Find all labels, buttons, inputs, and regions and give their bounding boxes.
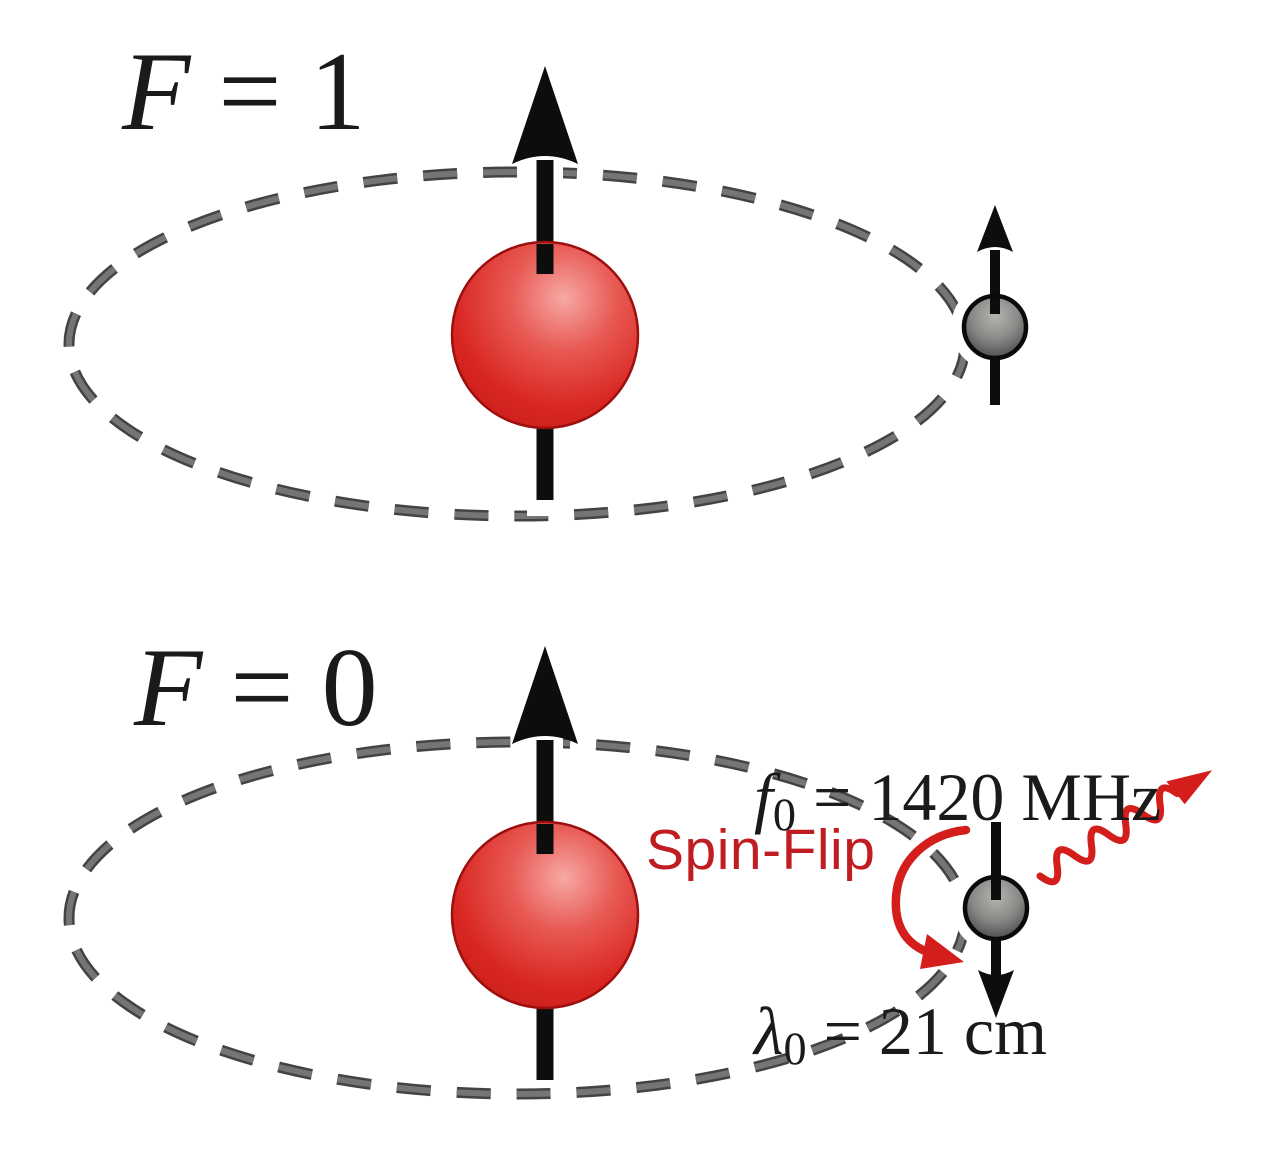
f0-electron-arrow-head [978, 876, 1014, 1018]
f1-electron-sphere [961, 293, 1029, 361]
frequency-value: = 1420 MHz [796, 759, 1162, 835]
f0-proton-arrow-head [512, 646, 578, 854]
transition-values: f0 = 1420 MHz λ0 = 21 cm [754, 602, 1161, 1169]
wavelength-label: λ0 = 21 cm [754, 992, 1161, 1073]
wavelength-subscript: 0 [783, 1024, 807, 1076]
spin-flip-label: Spin-Flip [646, 818, 876, 882]
f1-state-label: F = 1 [122, 36, 366, 148]
f1-symbol: F [122, 30, 191, 154]
f0-symbol: F [134, 626, 203, 750]
f1-electron-arrow-head [977, 205, 1013, 314]
f0-state-label: F = 0 [134, 632, 378, 744]
f1-proton-sphere [450, 240, 640, 430]
frequency-symbol: f [754, 759, 773, 835]
f0-value: = 0 [202, 626, 378, 750]
wavelength-symbol: λ [754, 993, 784, 1069]
f0-proton-sphere [450, 820, 640, 1010]
wavelength-value: = 21 cm [806, 993, 1048, 1069]
frequency-label: f0 = 1420 MHz [754, 758, 1162, 839]
photon-wave-icon [1036, 770, 1213, 886]
f1-proton-arrow-head [512, 66, 578, 274]
f1-value: = 1 [190, 30, 366, 154]
frequency-subscript: 0 [772, 790, 797, 842]
spin-flip-arrow-icon [891, 825, 971, 969]
